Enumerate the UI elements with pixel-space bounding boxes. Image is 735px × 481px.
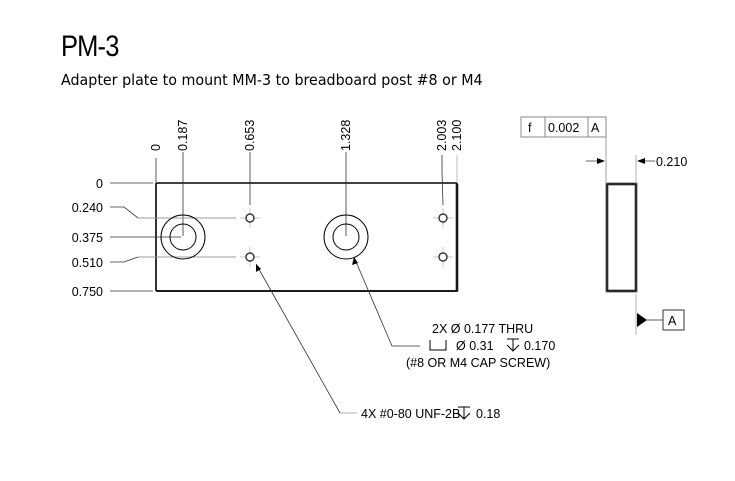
y-dim-0750: 0.750 <box>72 285 103 299</box>
x-dim-2003: 2.003 <box>435 120 449 151</box>
drawing-subtitle: Adapter plate to mount MM-3 to breadboar… <box>61 71 483 89</box>
depth-symbol-icon <box>457 406 471 420</box>
callout-line-1: 2X Ø 0.177 THRU <box>432 322 533 336</box>
y-dim-0240: 0.240 <box>72 201 103 215</box>
drawing-title: PM-3 <box>61 30 119 63</box>
counterbore-leader <box>352 256 420 347</box>
plate-outline <box>155 182 458 292</box>
front-view: 0 0.187 0.653 1.328 2.003 2.100 0 0.240 … <box>72 120 464 299</box>
arrowhead-icon <box>637 158 645 164</box>
tapped-text: 4X #0-80 UNF-2B <box>361 407 460 421</box>
depth-symbol-icon <box>506 338 520 352</box>
callout-line-3: (#8 OR M4 CAP SCREW) <box>406 356 550 370</box>
datum-label: A <box>668 314 677 328</box>
x-dim-2100: 2.100 <box>450 120 464 151</box>
arrowhead-icon <box>597 158 605 164</box>
tapped-hole <box>240 247 260 267</box>
x-dim-0: 0 <box>149 144 163 151</box>
y-dim-0375: 0.375 <box>72 231 103 245</box>
tapped-hole <box>433 247 453 267</box>
datum-feature: A <box>637 309 685 331</box>
side-view: f 0.002 A 0.210 A <box>520 116 687 335</box>
thickness-dim: 0.210 <box>656 155 687 169</box>
ext-line-x-2003 <box>441 155 444 206</box>
counterbore-callout: 2X Ø 0.177 THRU Ø 0.31 0.170 (#8 OR M4 C… <box>406 322 555 370</box>
counterbore-outer <box>160 214 206 260</box>
tapped-leader <box>255 263 357 414</box>
fcf-tolerance: 0.002 <box>548 121 579 135</box>
x-dim-1328: 1.328 <box>339 120 353 151</box>
thru-hole <box>169 223 197 251</box>
tapped-hole <box>433 208 453 228</box>
side-outline <box>606 183 637 292</box>
callout-depth: 0.170 <box>524 339 555 353</box>
x-dim-0653: 0.653 <box>243 120 257 151</box>
y-dim-0510: 0.510 <box>72 256 103 270</box>
arrowhead-icon <box>352 257 358 265</box>
tapped-hole <box>240 208 260 228</box>
ext-line-y-0510 <box>110 256 236 263</box>
arrowhead-icon <box>256 264 261 272</box>
datum-triangle-icon <box>637 313 647 327</box>
thru-hole <box>332 223 360 251</box>
tapped-callout: 4X #0-80 UNF-2B 0.18 <box>361 406 500 421</box>
ext-line-y-0240 <box>110 206 236 219</box>
counterbore-hole-left <box>160 214 206 260</box>
y-dim-0: 0 <box>96 177 103 191</box>
callout-dia: Ø 0.31 <box>456 339 494 353</box>
counterbore-hole-right <box>323 214 369 260</box>
feature-control-frame: f 0.002 A <box>520 116 607 138</box>
x-dim-0187: 0.187 <box>176 120 190 151</box>
counterbore-outer <box>323 214 369 260</box>
fcf-symbol: f <box>528 121 532 135</box>
counterbore-symbol-icon <box>429 340 447 351</box>
fcf-datum: A <box>591 121 600 135</box>
tapped-depth: 0.18 <box>476 407 500 421</box>
